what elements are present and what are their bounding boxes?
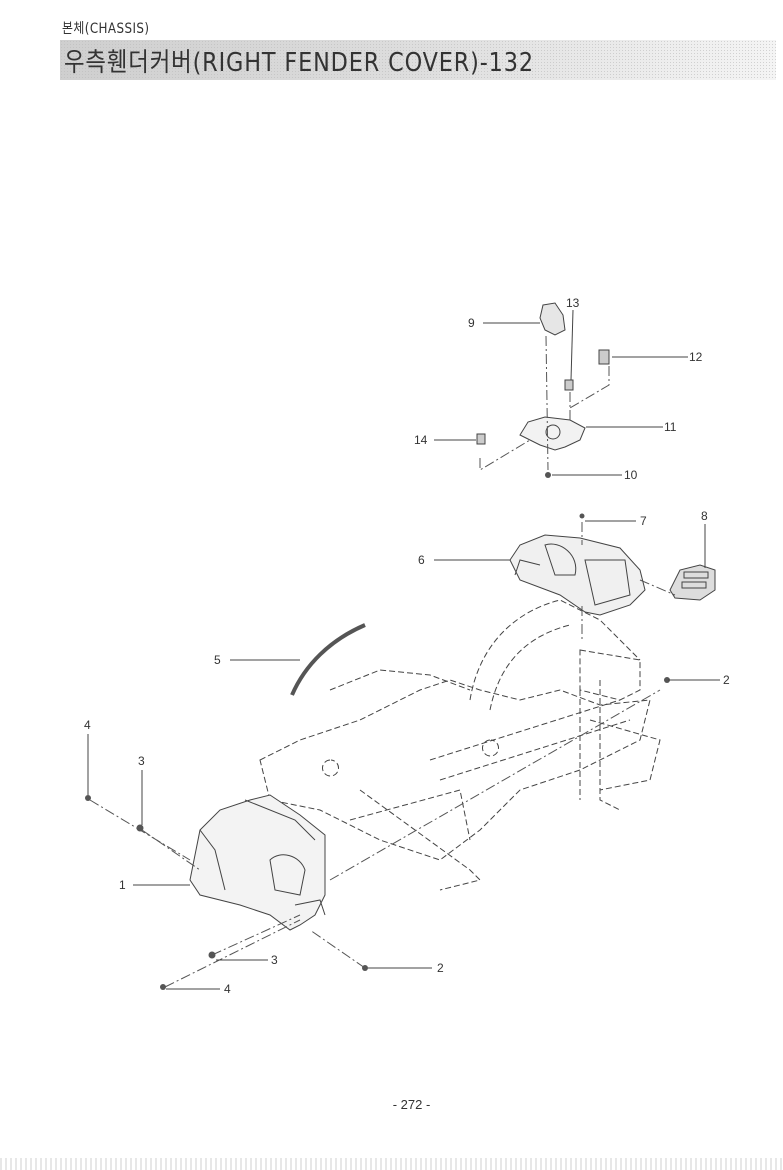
fasteners (85, 472, 670, 990)
assembly-lines (89, 335, 676, 988)
part-14-switch (476, 433, 486, 445)
callout-2: 2 (723, 673, 730, 687)
callout-14: 14 (414, 433, 428, 447)
part-9-knob (539, 302, 566, 336)
callout-8: 8 (701, 509, 708, 523)
section-label: 본체(CHASSIS) (62, 21, 150, 37)
callout-11: 11 (664, 420, 677, 434)
callout-12: 12 (689, 350, 703, 364)
callout-2: 2 (437, 961, 444, 975)
part-5-strip (290, 623, 366, 696)
scan-edge (0, 1158, 783, 1170)
callout-10: 10 (624, 468, 638, 482)
part-6-panel (509, 534, 646, 616)
callout-7: 7 (640, 514, 647, 528)
callout-4: 4 (84, 718, 91, 732)
part-12-switch (598, 349, 610, 365)
leader-lines (87, 309, 720, 990)
page-number: - 272 - (392, 1097, 431, 1112)
callout-4: 4 (224, 982, 231, 996)
part-13-switch (564, 379, 574, 391)
callout-5: 5 (214, 653, 221, 667)
callout-1: 1 (119, 878, 126, 892)
part-8-switch-plate (669, 564, 716, 601)
callout-3: 3 (138, 754, 145, 768)
callout-13: 13 (566, 296, 580, 310)
part-11-bracket (519, 416, 586, 451)
callout-3: 3 (271, 953, 278, 967)
part-1-fender-cover (189, 794, 326, 931)
title-bar (60, 40, 776, 80)
chassis-frame (259, 599, 661, 891)
callout-9: 9 (468, 316, 475, 330)
callout-6: 6 (418, 553, 425, 567)
page-title: 우측휀더커버(RIGHT FENDER COVER)-132 (64, 48, 534, 78)
